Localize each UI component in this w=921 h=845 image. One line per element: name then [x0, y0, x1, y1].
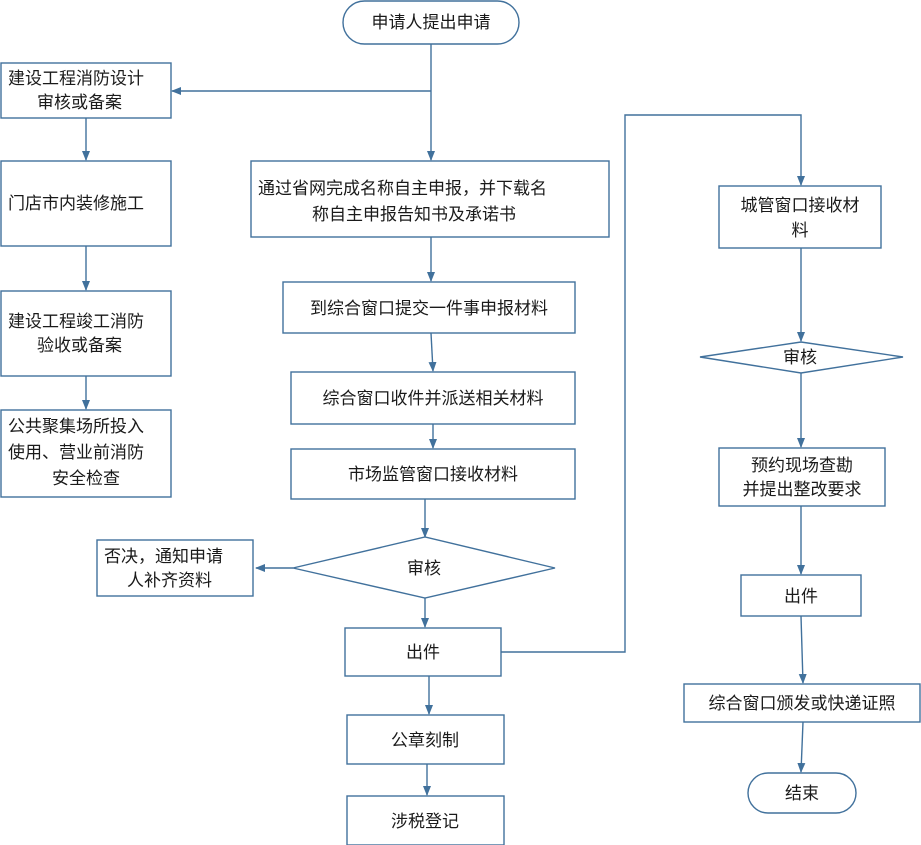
- city-receive-label-line1: 城管窗口接收材: [741, 196, 860, 216]
- issue-city-label: 出件: [784, 587, 818, 607]
- decoration-box: [0, 160, 172, 247]
- reject-box: [96, 539, 254, 597]
- start-label: 申请人提出申请: [372, 13, 491, 33]
- decoration-label: 门店市内装修施工: [8, 194, 144, 214]
- safety-box: [0, 409, 172, 498]
- end-terminal: [747, 772, 857, 814]
- review-city-diamond: [699, 341, 904, 374]
- inspect-box: [718, 447, 886, 507]
- inspect-label-line1: 预约现场查勘: [751, 456, 853, 476]
- connectors: [82, 44, 807, 796]
- inspect-label-line2: 并提出整改要求: [743, 480, 862, 500]
- reject-label-line1: 否决，通知申请: [104, 547, 223, 567]
- fire-accept-label-line2: 验收或备案: [37, 336, 122, 356]
- city-receive-box: [718, 185, 882, 249]
- seal-box: [346, 714, 505, 765]
- online-label-line2: 称自主申报告知书及承诺书: [312, 205, 516, 225]
- fire-design-box: [0, 62, 172, 119]
- fire-design-label-line1: 建设工程消防设计: [8, 69, 144, 89]
- issue-market-label: 出件: [406, 643, 440, 663]
- license-box: [683, 683, 921, 723]
- market-receive-box: [290, 448, 576, 500]
- submit-box: [282, 281, 576, 334]
- reject-label-line2: 人补齐资料: [127, 571, 212, 591]
- city-receive-label-line2: 料: [792, 221, 809, 241]
- connector-issue-to-city: [501, 114, 805, 653]
- end-label: 结束: [785, 784, 819, 804]
- labels: 申请人提出申请 建设工程消防设计 审核或备案 门店市内装修施工 建设工程竣工消防…: [8, 13, 896, 832]
- connector-license-to-end: [797, 721, 806, 773]
- fire-design-label-line2: 审核或备案: [37, 93, 122, 113]
- tax-label: 涉税登记: [391, 812, 459, 832]
- online-box: [250, 160, 610, 238]
- issue-city-box: [740, 574, 862, 617]
- safety-label-line1: 公共聚集场所投入: [8, 417, 144, 437]
- connector-submit-to-dispatch: [428, 332, 437, 372]
- license-label: 综合窗口颁发或快递证照: [709, 694, 896, 714]
- issue-market-box: [344, 627, 502, 677]
- market-receive-label: 市场监管窗口接收材料: [348, 465, 518, 485]
- fire-accept-label-line1: 建设工程竣工消防: [8, 312, 144, 332]
- safety-label-line2: 使用、营业前消防: [8, 442, 144, 463]
- dispatch-label: 综合窗口收件并派送相关材料: [323, 389, 544, 409]
- review-city-label: 审核: [783, 348, 817, 368]
- start-terminal: [342, 0, 520, 45]
- seal-label: 公章刻制: [391, 731, 459, 751]
- submit-label: 到综合窗口提交一件事申报材料: [310, 299, 548, 319]
- fire-accept-box: [0, 290, 172, 377]
- review-market-label: 审核: [407, 559, 441, 579]
- safety-label-line3: 安全检查: [52, 469, 120, 489]
- tax-box: [346, 795, 505, 845]
- review-market-diamond: [292, 536, 556, 599]
- connector-issue-to-license: [798, 615, 807, 684]
- dispatch-box: [290, 371, 576, 425]
- online-label-line1: 通过省网完成名称自主申报，并下载名: [258, 179, 547, 199]
